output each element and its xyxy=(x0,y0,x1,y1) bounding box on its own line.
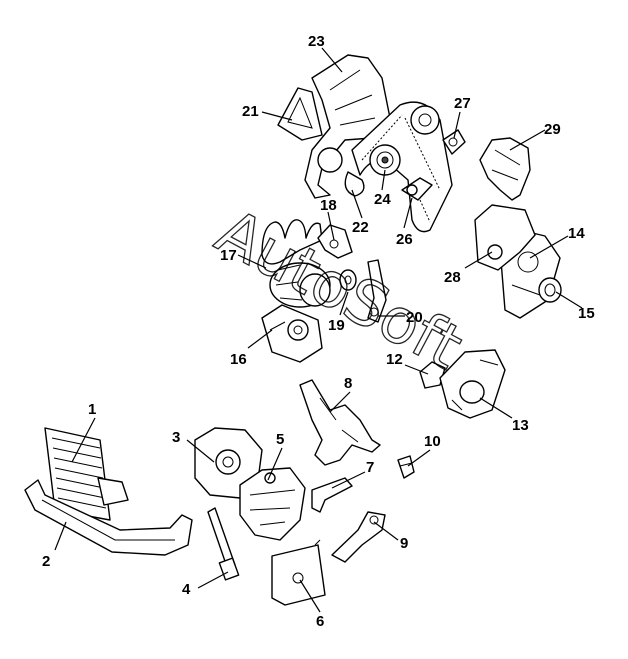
alternator[interactable] xyxy=(269,262,331,308)
callout-26[interactable]: 26 xyxy=(396,231,413,248)
part-26-tensioner[interactable] xyxy=(401,177,433,201)
callout-27[interactable]: 27 xyxy=(454,95,471,112)
part-23-timing-cover-upper[interactable] xyxy=(304,54,391,199)
callout-15[interactable]: 15 xyxy=(578,305,595,322)
callout-19[interactable]: 19 xyxy=(328,317,345,334)
callout-7[interactable]: 7 xyxy=(366,459,374,476)
callout-12[interactable]: 12 xyxy=(386,351,403,368)
callout-29[interactable]: 29 xyxy=(544,121,561,138)
callout-4[interactable]: 4 xyxy=(182,581,191,598)
callout-labels: 1 2 3 4 5 6 7 8 9 10 12 13 14 15 16 17 1… xyxy=(42,33,595,630)
part-19-idler-pulley[interactable] xyxy=(339,269,357,291)
callout-8[interactable]: 8 xyxy=(344,375,352,392)
callout-2[interactable]: 2 xyxy=(42,553,50,570)
callout-5[interactable]: 5 xyxy=(276,431,284,448)
part-8-manifold-pipe[interactable] xyxy=(299,379,381,466)
part-17-poly-v-belt[interactable] xyxy=(261,219,323,265)
part-13-pump-housing[interactable] xyxy=(439,349,506,419)
part-6-plate-bracket[interactable] xyxy=(271,539,326,606)
part-18-bracket[interactable] xyxy=(317,224,353,259)
part-7-bracket[interactable] xyxy=(311,477,353,513)
camshaft-sprocket[interactable] xyxy=(410,105,440,135)
callout-23[interactable]: 23 xyxy=(308,33,325,50)
callout-17[interactable]: 17 xyxy=(220,247,237,264)
part-2-hoses[interactable] xyxy=(24,479,193,556)
callout-22[interactable]: 22 xyxy=(352,219,369,236)
part-16-mount-bracket[interactable] xyxy=(261,304,323,363)
part-27-idler[interactable] xyxy=(442,129,466,155)
callout-13[interactable]: 13 xyxy=(512,417,529,434)
part-4-damper[interactable] xyxy=(207,507,240,581)
callout-10[interactable]: 10 xyxy=(424,433,441,450)
part-15-sprocket[interactable] xyxy=(538,277,562,303)
callout-28[interactable]: 28 xyxy=(444,269,461,286)
part-10-sensor[interactable] xyxy=(397,455,415,479)
part-20-tension-arm[interactable] xyxy=(367,259,387,323)
part-1-radiator[interactable] xyxy=(44,427,129,521)
callout-3[interactable]: 3 xyxy=(172,429,180,446)
callout-6[interactable]: 6 xyxy=(316,613,324,630)
callout-14[interactable]: 14 xyxy=(568,225,585,242)
callout-20[interactable]: 20 xyxy=(406,309,423,326)
part-21-cover-plate[interactable] xyxy=(277,87,323,141)
callout-24[interactable]: 24 xyxy=(374,191,391,208)
callout-9[interactable]: 9 xyxy=(400,535,408,552)
part-22-clip[interactable] xyxy=(344,171,365,197)
part-29-rear-cover[interactable] xyxy=(479,137,531,201)
callout-18[interactable]: 18 xyxy=(320,197,337,214)
callout-16[interactable]: 16 xyxy=(230,351,247,368)
part-9-support-bracket[interactable] xyxy=(331,511,386,563)
callout-1[interactable]: 1 xyxy=(88,401,96,418)
part-24-pulley[interactable] xyxy=(369,144,401,176)
callout-21[interactable]: 21 xyxy=(242,103,259,120)
part-5-injection-pump[interactable] xyxy=(239,467,306,541)
leader-lines xyxy=(54,47,583,613)
